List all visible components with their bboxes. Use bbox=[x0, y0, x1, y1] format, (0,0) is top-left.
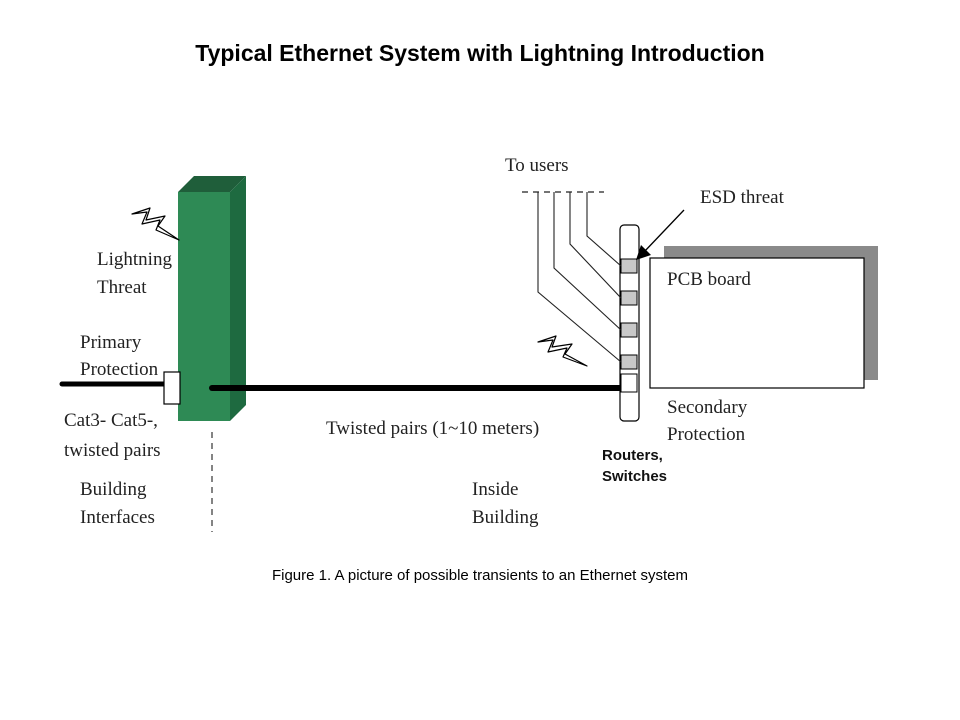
port-1 bbox=[620, 258, 638, 274]
twisted-pairs-label: Twisted pairs (1~10 meters) bbox=[326, 418, 539, 439]
lightning-threat-label-line2: Threat bbox=[97, 277, 147, 298]
user-line-2 bbox=[553, 192, 622, 331]
figure-caption: Figure 1. A picture of possible transien… bbox=[271, 567, 689, 584]
routers-label-line2: Switches bbox=[602, 468, 667, 485]
lightning-threat-label-line1: Lightning bbox=[97, 249, 172, 270]
wall-front bbox=[178, 192, 230, 421]
cat-cable-label-line1: Cat3- Cat5-, bbox=[64, 410, 158, 431]
lightning-bolt-icon bbox=[131, 207, 180, 241]
port-4 bbox=[620, 354, 638, 370]
building-interfaces-label-line1: Building bbox=[80, 479, 147, 500]
port-5 bbox=[620, 373, 638, 393]
building-interfaces-label-line2: Interfaces bbox=[80, 507, 155, 528]
secondary-protection-label-line2: Protection bbox=[667, 424, 746, 445]
esd-threat-label: ESD threat bbox=[700, 187, 785, 208]
pcb-board-label: PCB board bbox=[667, 269, 751, 290]
primary-protection-box bbox=[163, 371, 181, 405]
user-line-4 bbox=[586, 192, 622, 267]
secondary-protection-label-line1: Secondary bbox=[667, 397, 748, 418]
wall-side bbox=[230, 176, 246, 421]
wall-top bbox=[178, 176, 246, 192]
to-users-label: To users bbox=[505, 155, 569, 176]
lightning-bolt-icon bbox=[537, 335, 588, 367]
esd-arrow-icon bbox=[636, 209, 685, 260]
pcb-board bbox=[649, 257, 865, 389]
primary-protection-label-line2: Protection bbox=[80, 359, 159, 380]
cat-cable-label-line2: twisted pairs bbox=[64, 440, 161, 461]
user-line-1 bbox=[537, 192, 622, 363]
port-3 bbox=[620, 322, 638, 338]
primary-protection-label-line1: Primary bbox=[80, 332, 142, 353]
user-lines bbox=[537, 192, 622, 363]
building-wall bbox=[178, 176, 246, 421]
port-2 bbox=[620, 290, 638, 306]
page-title: Typical Ethernet System with Lightning I… bbox=[195, 40, 765, 66]
inside-building-label-line2: Building bbox=[472, 507, 539, 528]
routers-label-line1: Routers, bbox=[602, 447, 663, 464]
inside-building-label-line1: Inside bbox=[472, 479, 518, 500]
user-line-3 bbox=[569, 192, 622, 299]
